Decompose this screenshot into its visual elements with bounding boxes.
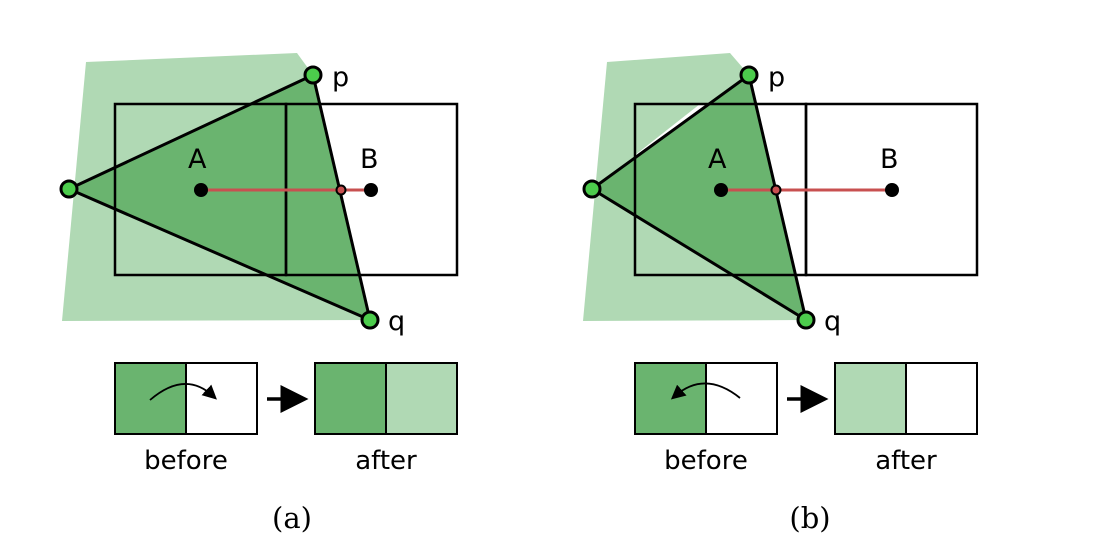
after-cells — [834, 362, 978, 435]
label-q: q — [824, 306, 841, 337]
label-B: B — [880, 144, 899, 175]
panel-a: p q A B before after (a) — [59, 53, 459, 535]
panel-b: p q A B before after (b) — [582, 53, 979, 535]
point-A-dot — [714, 183, 728, 197]
label-A: A — [188, 144, 207, 175]
vertex-left — [59, 179, 79, 199]
label-p: p — [768, 62, 785, 93]
caption-a: (a) — [272, 501, 312, 535]
before-cells — [634, 362, 778, 435]
transfer-arrow-icon — [149, 383, 217, 401]
after-cells — [314, 362, 458, 435]
caption-b: (b) — [789, 501, 830, 535]
label-q: q — [388, 306, 405, 337]
vertex-p — [303, 65, 323, 85]
vertex-q — [360, 310, 380, 330]
point-B-dot — [364, 183, 378, 197]
intersection-dot — [770, 184, 782, 196]
vertex-left — [582, 179, 602, 199]
label-B: B — [360, 144, 379, 175]
vertex-p — [739, 65, 759, 85]
transfer-arrow-icon — [670, 382, 741, 400]
after-label: after — [875, 446, 937, 476]
point-B-dot — [885, 183, 899, 197]
after-label: after — [355, 446, 417, 476]
point-A-dot — [194, 183, 208, 197]
intersection-dot — [335, 184, 347, 196]
before-cells — [114, 362, 258, 435]
triangle — [590, 73, 808, 322]
label-p: p — [332, 62, 349, 93]
vertex-q — [796, 310, 816, 330]
before-label: before — [664, 446, 748, 476]
before-label: before — [144, 446, 228, 476]
label-A: A — [708, 144, 727, 175]
triangle — [67, 73, 372, 322]
